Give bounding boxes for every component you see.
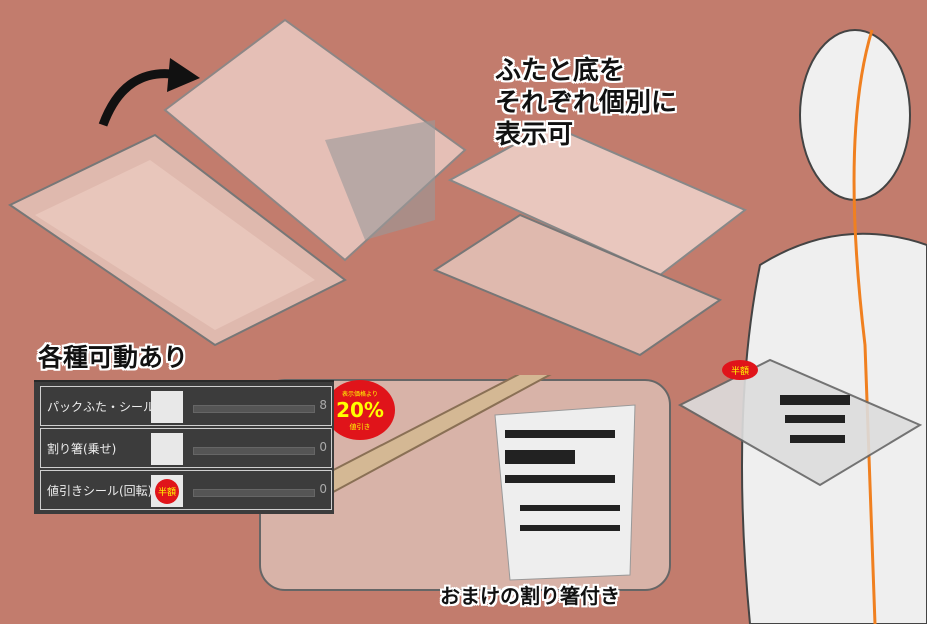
slider-row-pack-lid: パックふた・シール 8 bbox=[40, 386, 332, 426]
slider-label: パックふた・シール bbox=[47, 400, 156, 414]
discount-sticker: 表示価格より 20% 値引き bbox=[325, 380, 395, 440]
caption-line-3: 表示可 bbox=[495, 120, 574, 150]
half-price-sticker-on-pack: 半額 bbox=[731, 365, 749, 377]
pack-lid-icon bbox=[151, 391, 183, 423]
discount-sticker-icon: 半額 bbox=[151, 475, 183, 507]
slider-row-discount-sticker: 値引きシール(回転) 半額 0 bbox=[40, 470, 332, 510]
slider-value: 0 bbox=[319, 482, 327, 496]
sticker-percent: 20% bbox=[336, 397, 384, 422]
slider-row-chopsticks: 割り箸(乗せ) 0 bbox=[40, 428, 332, 468]
sticker-top-text: 表示価格より bbox=[342, 390, 378, 398]
caption-movable: 各種可動あり bbox=[38, 343, 189, 372]
half-price-text: 半額 bbox=[154, 478, 179, 504]
sticker-bottom-text: 値引き bbox=[349, 422, 371, 431]
caption-line-2: それぞれ個別に bbox=[495, 88, 678, 118]
slider-track[interactable] bbox=[193, 405, 315, 413]
caption-bonus-chopsticks: おまけの割り箸付き bbox=[440, 584, 620, 608]
chopsticks-icon bbox=[151, 433, 183, 465]
caption-line-1: ふたと底を bbox=[495, 56, 626, 86]
slider-label: 値引きシール(回転) bbox=[47, 484, 153, 498]
separated-pack-model bbox=[432, 123, 747, 357]
caption-separate-display: ふたと底を それぞれ個別に 表示可 bbox=[495, 55, 677, 151]
slider-value: 0 bbox=[319, 440, 327, 454]
slider-track[interactable] bbox=[193, 489, 315, 497]
morph-slider-panel: パックふた・シール 8 割り箸(乗せ) 0 値引きシール(回転) 半額 0 bbox=[34, 380, 334, 514]
slider-value: 8 bbox=[319, 398, 327, 412]
slider-track[interactable] bbox=[193, 447, 315, 455]
mannequin-figure: 半額 bbox=[677, 29, 927, 624]
curved-arrow-icon bbox=[98, 58, 200, 127]
slider-label: 割り箸(乗せ) bbox=[47, 442, 117, 456]
open-pack-model bbox=[8, 18, 467, 347]
